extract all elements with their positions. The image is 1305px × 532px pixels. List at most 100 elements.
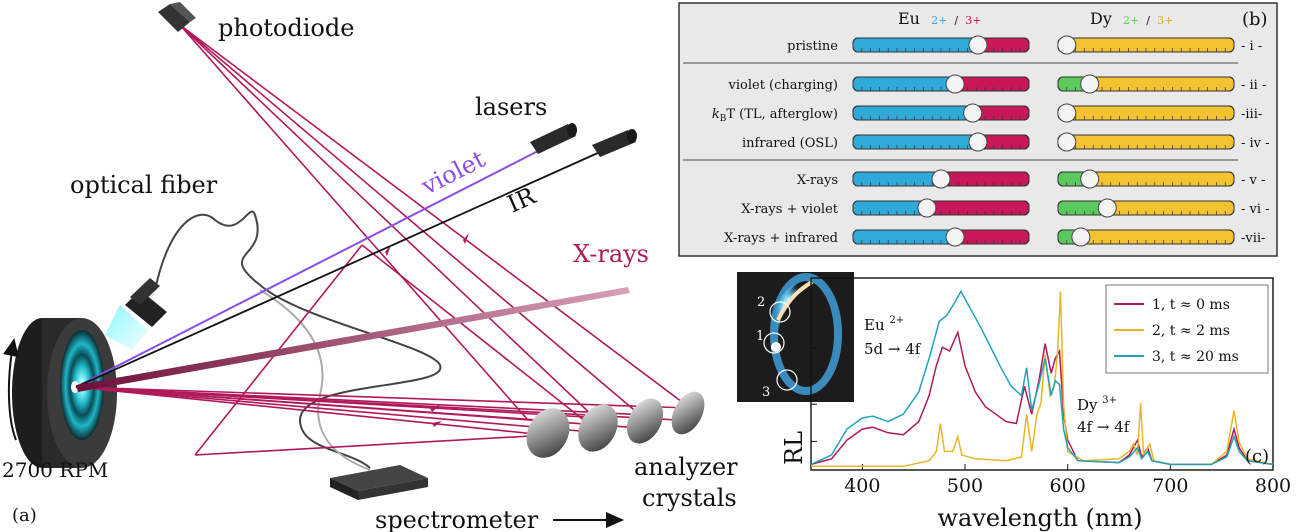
lasers-label: lasers — [475, 93, 547, 121]
dy-bar — [1057, 103, 1235, 123]
state-knob — [917, 198, 937, 218]
optical-fiber-label: optical fiber — [70, 171, 218, 199]
panel-c-tag: (c) — [1245, 446, 1269, 467]
state-row: pristine - i - — [787, 35, 1262, 55]
plot-frame — [810, 277, 1274, 471]
x-tick-label: 700 — [1152, 475, 1188, 497]
ir-laser — [592, 129, 637, 157]
state-knob — [1071, 227, 1091, 247]
y-axis-label: RL — [780, 431, 808, 465]
legend-entry-1: 1, t ≈ 0 ms — [1152, 297, 1230, 313]
state-knob — [945, 74, 965, 94]
state-row: X-rays- v - — [797, 169, 1265, 189]
eu-bar — [852, 35, 1030, 55]
state-row: violet (charging) - ii - — [728, 74, 1266, 94]
dy-header-sep: / — [1146, 14, 1150, 27]
legend-entry-3: 3, t ≈ 20 ms — [1152, 349, 1239, 365]
eu-transition: 5d → 4f — [864, 340, 922, 358]
spectrum-series-3 — [810, 289, 1274, 466]
fiber-probe — [105, 278, 167, 350]
row-label: pristine — [787, 39, 838, 54]
dy-bar — [1057, 132, 1235, 152]
row-tag: - i - — [1241, 39, 1262, 54]
xray-beam — [76, 287, 630, 392]
state-knob — [931, 169, 951, 189]
panel-b-tag: (b) — [1242, 9, 1268, 30]
state-knob — [1057, 132, 1077, 152]
inset-label-1: 1 — [756, 329, 764, 344]
crystals-label: crystals — [642, 484, 737, 512]
row-tag: -vii- — [1241, 231, 1265, 246]
photodiode — [158, 2, 196, 32]
eu-header-label: Eu — [898, 9, 920, 28]
spectra — [810, 289, 1274, 468]
dy-annotation-ion: Dy — [1077, 396, 1098, 414]
dy-bar — [1057, 198, 1235, 218]
legend: 1, t ≈ 0 ms 2, t ≈ 2 ms 3, t ≈ 20 ms — [1105, 284, 1269, 374]
dy-bar — [1057, 74, 1235, 94]
inset-label-2: 2 — [757, 295, 765, 310]
analyzer-crystals — [526, 391, 705, 458]
ray-arrowheads — [385, 233, 469, 427]
eu-header-3plus: 3+ — [965, 14, 981, 27]
eu-annotation-charge: 2+ — [889, 315, 904, 326]
dy-header: Dy 2+ / 3+ — [1090, 9, 1173, 28]
state-knob — [1057, 103, 1077, 123]
violet-laser — [530, 123, 577, 154]
x-tick-label: 600 — [1050, 475, 1086, 497]
optical-fiber-cable — [154, 210, 442, 469]
rotating-wheel — [12, 318, 117, 468]
panel-b: Eu 2+ / 3+ Dy 2+ / 3+ (b) pristine - i - v… — [678, 2, 1278, 257]
state-knob — [1080, 74, 1100, 94]
dy-bar — [1057, 169, 1235, 189]
x-tick-label: 800 — [1255, 475, 1291, 497]
state-knob — [968, 132, 988, 152]
eu-bar — [852, 74, 1030, 94]
dy-annotation-charge: 3+ — [1102, 395, 1117, 406]
x-tick-label: 400 — [844, 475, 880, 497]
row-label: X-rays — [797, 173, 838, 188]
inset-label-3: 3 — [762, 385, 770, 400]
eu-bar — [852, 132, 1030, 152]
row-label-rest: T (TL, afterglow) — [726, 107, 838, 122]
row-tag: - vi - — [1241, 202, 1270, 217]
row-label-sub: B — [720, 114, 727, 124]
row-label: X-rays + infrared — [724, 231, 838, 246]
eu-bar — [852, 198, 1030, 218]
state-knob — [968, 35, 988, 55]
row-label: violet (charging) — [728, 78, 838, 93]
eu-header-sep: / — [954, 14, 958, 27]
dy-header-2plus: 2+ — [1123, 14, 1139, 27]
violet-label: violet — [416, 145, 490, 201]
row-tag: -iii- — [1241, 107, 1262, 122]
state-knob — [1097, 198, 1117, 218]
eu-bar — [852, 169, 1030, 189]
analyzer-label: analyzer — [634, 453, 738, 481]
xrays-label: X-rays — [573, 240, 649, 268]
inset-photo: 2 1 3 — [737, 272, 854, 402]
state-row: infrared (OSL)- iv - — [742, 132, 1270, 152]
rotation-arrow — [3, 338, 19, 441]
violet-laser-beam — [75, 149, 541, 388]
panel-a-tag: (a) — [12, 505, 37, 526]
row-label-k: k — [712, 107, 720, 122]
dy-header-label: Dy — [1090, 9, 1112, 28]
y-ticks — [811, 347, 817, 442]
state-row: X-rays + violet- vi - — [741, 198, 1270, 218]
dy-annotation: Dy 3+ — [1077, 395, 1117, 414]
x-axis-label: wavelength (nm) — [938, 504, 1143, 532]
row-label: infrared (OSL) — [742, 136, 838, 151]
eu-bar — [852, 227, 1030, 247]
eu-bar — [852, 103, 1030, 123]
row-label: kBT (TL, afterglow) — [712, 107, 838, 124]
state-rows: pristine - i - violet (charging) - ii - kBT … — [712, 35, 1270, 247]
dy-bar — [1057, 35, 1235, 55]
ir-laser-beam — [75, 151, 601, 388]
state-knob — [1080, 169, 1100, 189]
state-knob — [1057, 35, 1077, 55]
spectrometer-label: spectrometer — [375, 506, 539, 532]
state-row: kBT (TL, afterglow) -iii- — [712, 103, 1262, 124]
row-tag: - ii - — [1241, 78, 1266, 93]
